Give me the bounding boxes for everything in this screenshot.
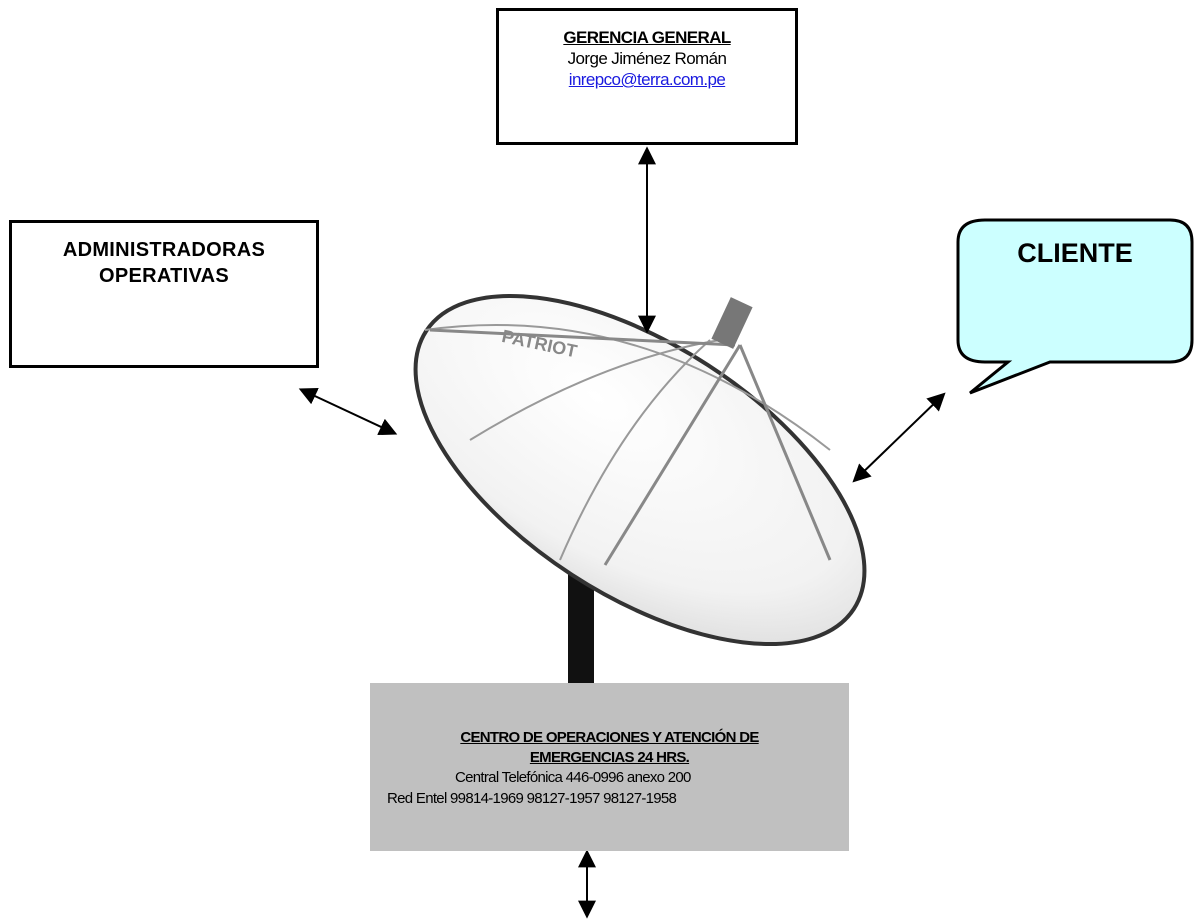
administradoras-line1: ADMINISTRADORAS	[62, 239, 266, 261]
centro-title-line2: EMERGENCIAS 24 HRS.	[529, 749, 690, 766]
centro-red-entel: Red Entel 99814-1969 98127-1957 98127-19…	[387, 790, 677, 807]
cliente-label: CLIENTE	[1017, 238, 1133, 268]
centro-title-line1: CENTRO DE OPERACIONES Y ATENCIÓN DE	[460, 729, 759, 746]
centro-operaciones-box: CENTRO DE OPERACIONES Y ATENCIÓN DE EMER…	[370, 683, 849, 851]
gerencia-email-link[interactable]: inrepco@terra.com.pe	[568, 70, 726, 89]
centro-central-telefonica: Central Telefónica 446-0996 anexo 200	[455, 769, 691, 786]
arrow-cliente	[852, 392, 946, 483]
administradoras-box: ADMINISTRADORAS OPERATIVAS	[9, 220, 319, 368]
gerencia-name: Jorge Jiménez Román	[567, 49, 727, 68]
centro-title: CENTRO DE OPERACIONES Y ATENCIÓN DE EMER…	[370, 728, 849, 768]
gerencia-title: GERENCIA GENERAL	[563, 28, 731, 47]
gerencia-general-box: GERENCIA GENERAL Jorge Jiménez Román inr…	[496, 8, 798, 145]
cliente-bubble	[956, 218, 1194, 395]
arrow-administradoras	[298, 387, 398, 436]
satellite-dish-icon: PATRIOT	[413, 293, 867, 685]
administradoras-line2: OPERATIVAS	[98, 265, 230, 287]
